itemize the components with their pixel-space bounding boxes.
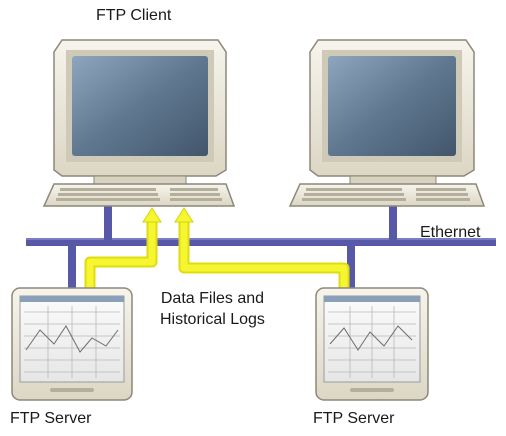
client-monitor-screen — [72, 56, 208, 156]
second-keyboard — [302, 188, 470, 201]
data-flow-arrow-left — [84, 220, 158, 296]
data-files-label-line1: Data Files and — [160, 290, 265, 307]
ftp-server-left-device — [11, 287, 133, 401]
client-drop-cable-left — [104, 204, 112, 240]
ethernet-network — [26, 204, 496, 288]
ethernet-label: Ethernet — [420, 224, 481, 241]
data-flow-arrowhead-right — [174, 207, 194, 223]
ethernet-backbone — [26, 238, 496, 246]
data-files-label-line2: Historical Logs — [160, 311, 265, 328]
ftp-server-left-label: FTP Server — [10, 410, 92, 427]
data-flow — [84, 207, 350, 296]
data-flow-arrowhead-left — [142, 207, 162, 223]
ftp-client-computer — [42, 39, 236, 207]
client-keyboard — [56, 188, 222, 201]
data-flow-arrow-right — [178, 220, 350, 296]
second-monitor-screen — [328, 56, 456, 156]
server-left-drop-cable — [68, 244, 76, 288]
ftp-server-right-label: FTP Server — [313, 410, 395, 427]
ftp-client-label: FTP Client — [96, 7, 172, 24]
data-files-label: Data Files and Historical Logs — [160, 288, 265, 330]
ftp-server-right-device — [315, 287, 429, 401]
second-computer — [288, 39, 486, 207]
client-drop-cable-right — [389, 204, 397, 240]
ethernet-backbone-highlight — [26, 238, 496, 240]
server-right-drop-cable — [347, 244, 355, 288]
